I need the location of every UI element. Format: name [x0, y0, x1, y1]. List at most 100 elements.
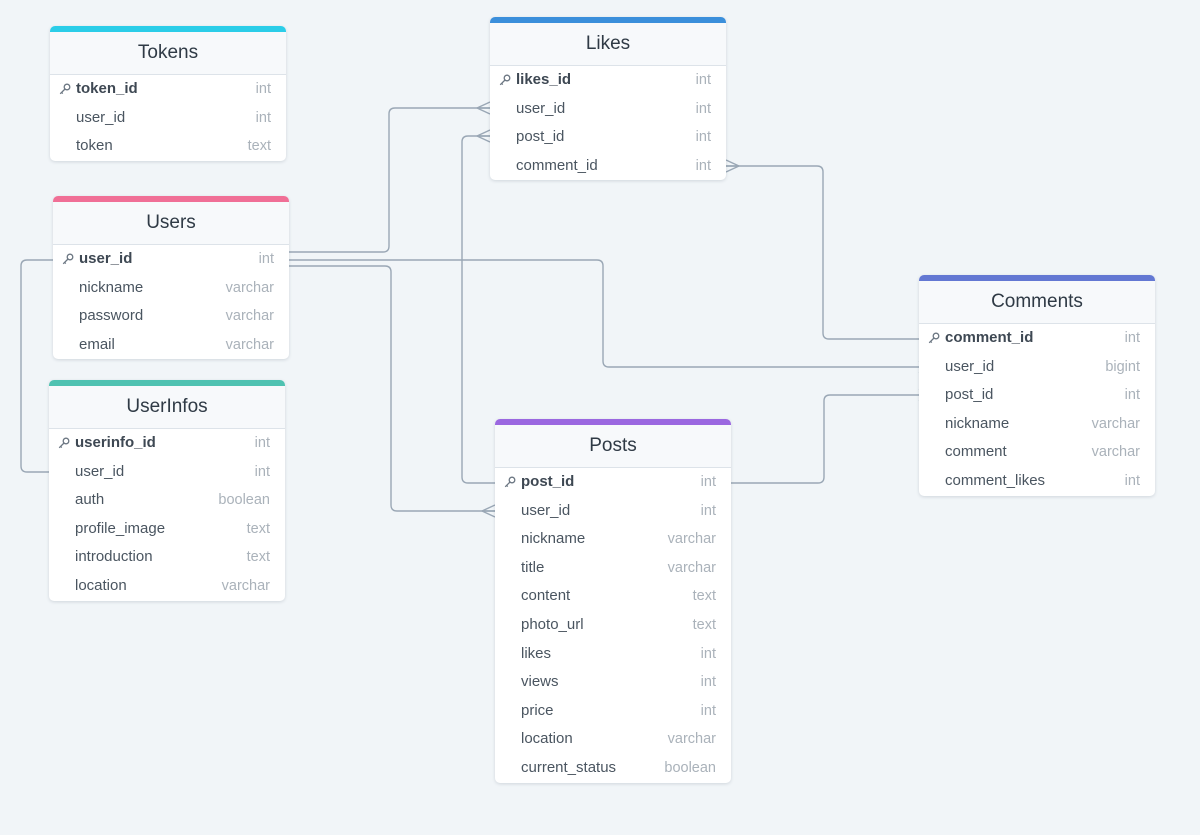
field-name: introduction [75, 548, 153, 566]
table-title[interactable]: Posts [495, 425, 731, 468]
field-row-price[interactable]: price int [495, 697, 731, 726]
field-type: int [700, 702, 716, 719]
table-title[interactable]: Likes [490, 23, 726, 66]
field-type: int [1124, 330, 1140, 346]
field-name: post_id [516, 128, 565, 146]
field-name: user_id [945, 357, 995, 375]
field-row-post-id[interactable]: post_id int [490, 123, 726, 152]
field-type: boolean [218, 492, 270, 509]
field-type: text [247, 138, 271, 155]
relationship-line[interactable] [731, 394, 919, 484]
relationship-line[interactable] [288, 107, 490, 253]
field-name: photo_url [521, 615, 584, 633]
relationship-line[interactable] [461, 135, 495, 484]
field-name: title [521, 558, 545, 576]
crows-foot-marker [476, 129, 491, 143]
field-name: current_status [521, 758, 617, 776]
field-row-auth[interactable]: auth boolean [49, 486, 285, 515]
field-name: auth [75, 491, 105, 509]
field-name: nickname [521, 530, 586, 548]
relationship-line[interactable] [288, 265, 495, 512]
field-name: comment_likes [945, 471, 1046, 489]
field-type: int [258, 251, 274, 267]
table-title[interactable]: Comments [919, 281, 1155, 324]
field-type: text [246, 520, 270, 537]
field-type: int [695, 157, 711, 174]
field-name: price [521, 701, 554, 719]
field-name: post_id [521, 473, 575, 490]
table-color-bar [495, 419, 731, 425]
primary-key-icon [502, 468, 518, 496]
field-row-nickname[interactable]: nickname varchar [495, 525, 731, 554]
field-type: varchar [225, 308, 274, 325]
field-row-user-id[interactable]: user_id int [50, 104, 286, 133]
field-name: comment [945, 443, 1007, 461]
field-type: int [700, 645, 716, 662]
table-color-bar [490, 17, 726, 23]
field-name: token [76, 137, 113, 155]
field-type: int [700, 674, 716, 691]
field-row-token[interactable]: token text [50, 132, 286, 161]
field-name: email [79, 335, 115, 353]
field-name: token_id [76, 80, 138, 97]
table-title[interactable]: UserInfos [49, 386, 285, 429]
field-type: int [254, 463, 270, 480]
field-row-introduction[interactable]: introduction text [49, 543, 285, 572]
field-type: int [700, 474, 716, 490]
field-row-post-id[interactable]: post_id int [495, 468, 731, 497]
primary-key-icon [926, 324, 942, 352]
field-type: int [695, 129, 711, 146]
field-name: likes_id [516, 71, 572, 88]
field-type: int [255, 109, 271, 126]
field-name: post_id [945, 386, 994, 404]
field-row-user-id[interactable]: user_id bigint [919, 353, 1155, 382]
field-name: user_id [516, 99, 566, 117]
table-color-bar [919, 275, 1155, 281]
crows-foot-marker [476, 101, 491, 115]
field-name: location [75, 576, 127, 594]
table-title[interactable]: Tokens [50, 32, 286, 75]
field-row-userinfo-id[interactable]: userinfo_id int [49, 429, 285, 458]
field-type: text [246, 549, 270, 566]
field-name: user_id [76, 108, 126, 126]
field-type: int [254, 435, 270, 451]
field-type: varchar [667, 531, 716, 548]
table-title[interactable]: Users [53, 202, 289, 245]
field-name: userinfo_id [75, 434, 156, 451]
field-type: bigint [1105, 358, 1140, 375]
crows-foot-marker [725, 159, 740, 173]
relationship-line[interactable] [288, 259, 919, 368]
relationship-line[interactable] [726, 165, 919, 340]
field-name: content [521, 587, 571, 605]
